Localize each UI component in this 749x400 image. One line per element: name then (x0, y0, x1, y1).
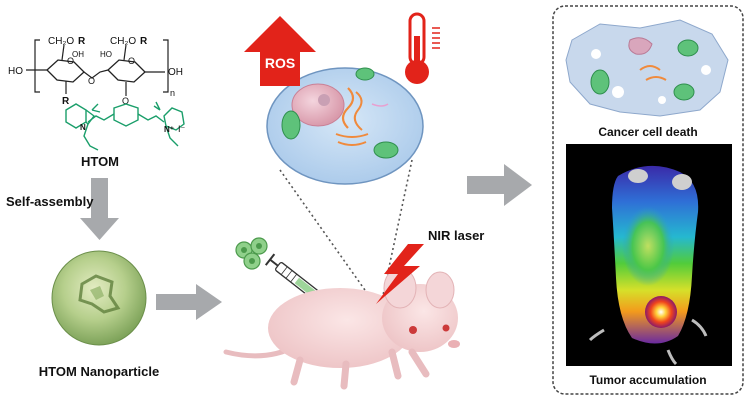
ch2or-group-left: CH₂O (48, 36, 74, 47)
nitrogen-left: N (80, 123, 86, 132)
ring-oxygen-right: O (128, 56, 135, 66)
injection-arrow (156, 284, 222, 320)
htom-label: HTOM (81, 154, 119, 169)
cancer-cell-death-label: Cancer cell death (598, 125, 697, 139)
in-vivo-imaging-panel (566, 144, 732, 366)
mouse-icon (223, 267, 460, 390)
ring-hydroxyl-left: OH (72, 50, 84, 59)
htom-structure: n O O O CH₂O R CH₂O R HO OH OH HO R O (8, 36, 186, 169)
repeat-bracket-left (34, 39, 40, 93)
sugar-ring-left (46, 59, 85, 83)
glycosidic-bond (83, 69, 109, 79)
linker-oxygen: O (88, 76, 95, 86)
dye-link-oxygen: O (122, 96, 129, 106)
tumor-accumulation-label: Tumor accumulation (589, 373, 706, 387)
nanoparticle-cluster (235, 237, 268, 270)
ros-up-arrow (244, 16, 316, 86)
ring-oxygen-left: O (67, 56, 74, 66)
r-substituent-3: R (62, 96, 70, 107)
result-arrow (467, 164, 532, 206)
zoom-line-left (279, 169, 373, 301)
repeat-index: n (170, 88, 175, 98)
cyanine-dye (65, 101, 185, 151)
r-substituent-1: R (78, 36, 86, 47)
ch2or-bond-left (61, 44, 65, 61)
self-assembly-arrow (80, 178, 119, 240)
self-assembly-label: Self-assembly (6, 194, 94, 209)
r-substituent-2: R (140, 36, 148, 47)
ch2or-group-right: CH₂O (110, 36, 136, 47)
cell-illustration (266, 67, 424, 185)
dead-cell-image (565, 19, 729, 117)
lightning-bolt-icon (376, 244, 424, 304)
nanoparticle-label: HTOM Nanoparticle (39, 364, 159, 379)
repeat-bracket-right (163, 39, 169, 93)
hydroxyl-right: OH (168, 67, 183, 78)
zoom-line-right (381, 159, 413, 301)
ring-hydroxyl-right: HO (100, 50, 112, 59)
thermometer-icon (405, 12, 440, 84)
sugar-ring-right (107, 59, 146, 83)
iodide-counterion: I⁻ (178, 124, 186, 134)
ch2or-bond-right (123, 44, 127, 61)
hydroxyl-left: HO (8, 66, 23, 77)
ros-label: ROS (265, 55, 295, 71)
nitrogen-right: N⁺ (164, 125, 174, 134)
nir-laser-label: NIR laser (428, 228, 484, 243)
nanoparticle-image (51, 250, 147, 346)
